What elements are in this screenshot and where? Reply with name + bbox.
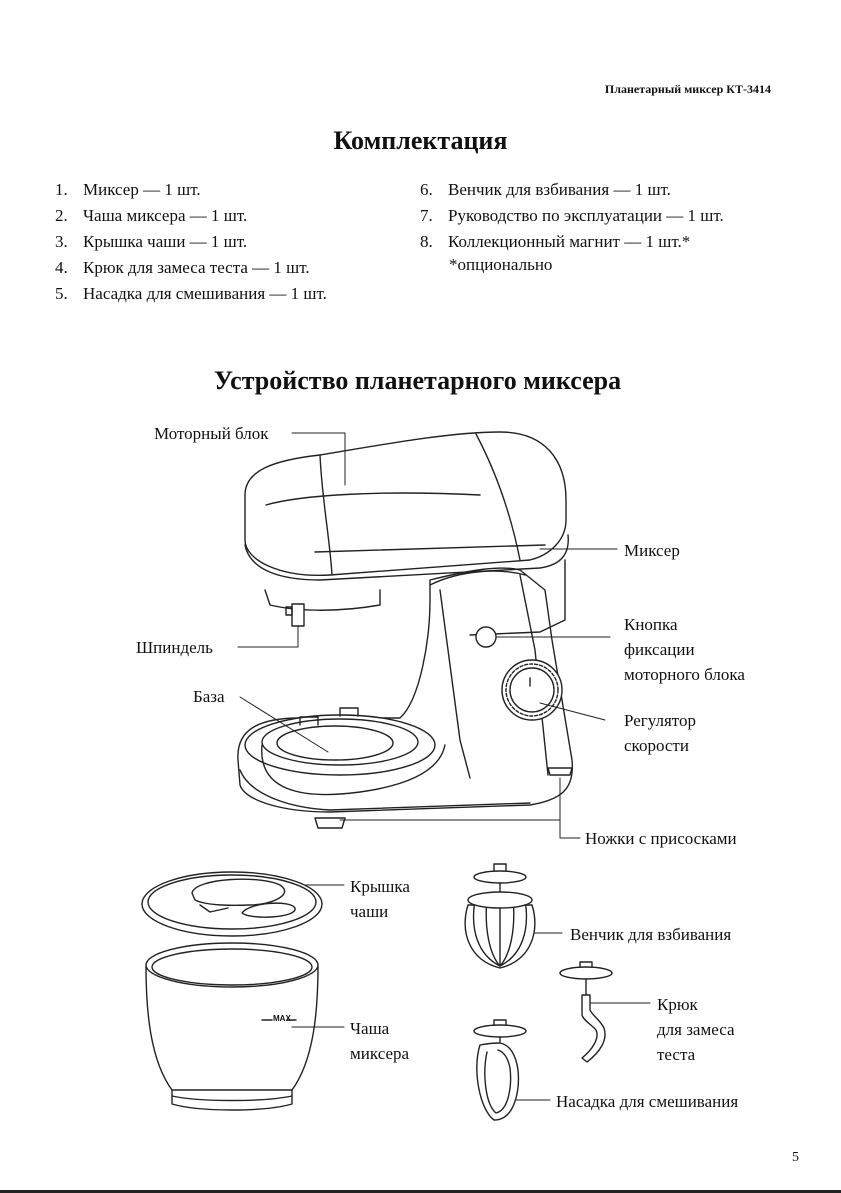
- flat-beater-illustration: [473, 1019, 527, 1121]
- label-speed-control: Регулятор скорости: [624, 711, 697, 755]
- list-item: 1.Миксер — 1 шт.: [55, 180, 201, 199]
- mixer-bowl-illustration: [145, 942, 319, 1111]
- bowl-max-mark: MAX: [273, 1014, 291, 1023]
- contents-list-left: 1.Миксер — 1 шт. 2.Чаша миксера — 1 шт. …: [55, 177, 327, 307]
- document-header-title: Планетарный миксер КТ-3414: [604, 82, 771, 96]
- label-base: База: [193, 687, 225, 706]
- label-mixer: Миксер: [624, 541, 680, 560]
- page-number: 5: [792, 1150, 799, 1165]
- optional-note: *опционально: [449, 255, 553, 274]
- label-motor-block: Моторный блок: [154, 424, 269, 443]
- label-lock-button: Кнопка фиксации моторного блока: [624, 615, 745, 684]
- label-mixer-bowl: Чаша миксера: [350, 1019, 410, 1063]
- list-item: 6.Венчик для взбивания — 1 шт.: [420, 180, 671, 199]
- list-item: 4.Крюк для замеса теста — 1 шт.: [55, 258, 310, 277]
- stand-mixer-illustration: [237, 431, 574, 829]
- list-item: 5.Насадка для смешивания — 1 шт.: [55, 284, 327, 303]
- bottom-rule: [0, 1190, 841, 1193]
- device-heading: Устройство планетарного миксера: [213, 366, 622, 395]
- list-item: 2.Чаша миксера — 1 шт.: [55, 206, 248, 225]
- contents-heading: Комплектация: [333, 126, 508, 155]
- label-suction-feet: Ножки с присосками: [585, 829, 737, 848]
- label-flat-beater: Насадка для смешивания: [556, 1092, 739, 1111]
- list-item: 8.Коллекционный магнит — 1 шт.*: [420, 232, 691, 251]
- label-whisk: Венчик для взбивания: [570, 925, 732, 944]
- whisk-illustration: [464, 863, 536, 969]
- list-item: 3.Крышка чаши — 1 шт.: [55, 232, 248, 251]
- bowl-lid-illustration: [141, 871, 323, 937]
- label-spindle: Шпиндель: [136, 638, 213, 657]
- list-item: 7.Руководство по эксплуатации — 1 шт.: [420, 206, 724, 225]
- label-dough-hook: Крюк для замеса теста: [657, 995, 735, 1064]
- leader-lines: [237, 432, 651, 1101]
- label-bowl-lid: Крышка чаши: [350, 877, 410, 921]
- contents-list-right: 6.Венчик для взбивания — 1 шт. 7.Руковод…: [420, 177, 724, 255]
- dough-hook-illustration: [559, 961, 613, 1063]
